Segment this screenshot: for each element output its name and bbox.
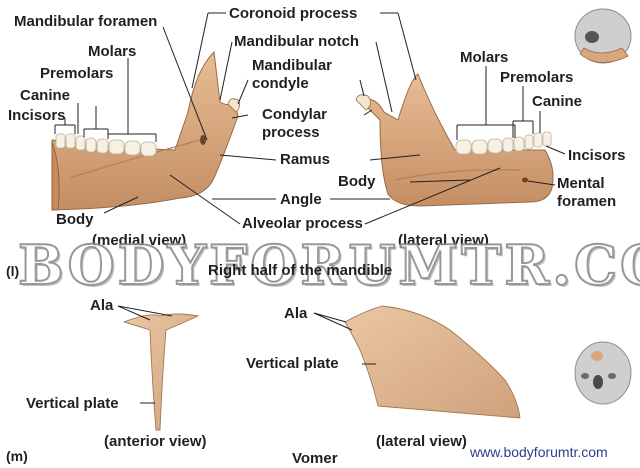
label-mandibular-condyle-line2: condyle xyxy=(252,75,309,92)
watermark-text: BODYFORUMTR.COM xyxy=(17,233,640,297)
label-mandibular-condyle-line1: Mandibular xyxy=(252,57,333,74)
view-label-anterior-vomer: (anterior view) xyxy=(104,433,207,450)
mandible-medial-cut-surface xyxy=(51,141,60,211)
label-premolars-medial: Premolars xyxy=(40,65,114,82)
panel-letter-m: (m) xyxy=(6,448,28,464)
mandibular-foramen-hole xyxy=(200,135,206,145)
label-incisors-medial: Incisors xyxy=(8,107,66,124)
mandible-lateral-condyle xyxy=(355,94,371,111)
label-condylar-process-line2: process xyxy=(262,124,320,141)
mandible-medial-view xyxy=(51,50,240,211)
label-vertical-plate-lateral: Vertical plate xyxy=(246,355,339,372)
view-label-medial: (medial view) xyxy=(92,232,187,249)
skull-thumbnail-inferior xyxy=(574,341,632,405)
mandibular-condyle-head xyxy=(227,98,240,113)
label-ala-lateral: Ala xyxy=(284,305,308,322)
label-ramus: Ramus xyxy=(280,151,331,168)
view-label-lateral-mandible: (lateral view) xyxy=(398,232,489,249)
mandible-lateral-ridge xyxy=(394,169,521,181)
label-molars-lateral: Molars xyxy=(460,49,509,66)
label-body-lateral: Body xyxy=(338,173,376,190)
mandible-lateral-view xyxy=(355,73,554,207)
mandible-medial-teeth xyxy=(55,133,157,157)
label-canine-medial: Canine xyxy=(20,87,71,104)
vomer-anterior-bone xyxy=(122,313,200,431)
mandible-lateral-bone xyxy=(361,73,554,207)
mental-foramen-hole xyxy=(522,177,528,183)
panel-title-mandible: Right half of the mandible xyxy=(208,262,393,279)
view-label-lateral-vomer: (lateral view) xyxy=(376,433,467,450)
label-ala-anterior: Ala xyxy=(90,297,114,314)
label-body-medial: Body xyxy=(56,211,94,228)
label-coronoid-process: Coronoid process xyxy=(229,5,358,22)
vomer-lateral-bone xyxy=(344,305,521,419)
mandible-lateral-teeth xyxy=(455,131,552,155)
label-angle: Angle xyxy=(280,191,322,208)
label-mandibular-notch: Mandibular notch xyxy=(234,33,359,50)
label-alveolar-process: Alveolar process xyxy=(242,215,363,232)
label-canine-lateral: Canine xyxy=(532,93,583,110)
watermark-url: www.bodyforumtr.com xyxy=(470,444,608,460)
skull-thumbnail-lateral xyxy=(574,8,632,64)
label-mental-foramen-line1: Mental xyxy=(557,175,605,192)
label-incisors-lateral: Incisors xyxy=(568,147,626,164)
label-vertical-plate-anterior: Vertical plate xyxy=(26,395,119,412)
label-condylar-process-line1: Condylar xyxy=(262,106,328,123)
mandible-medial-inner-ridge xyxy=(69,139,201,179)
panel-title-vomer: Vomer xyxy=(292,450,338,467)
panel-letter-l: (l) xyxy=(6,263,20,279)
label-premolars-lateral: Premolars xyxy=(500,69,574,86)
vomer-anterior-view xyxy=(122,313,200,431)
label-mandibular-foramen: Mandibular foramen xyxy=(14,13,158,30)
leader-lines xyxy=(54,12,566,404)
label-mental-foramen-line2: foramen xyxy=(557,193,617,210)
label-molars-medial: Molars xyxy=(88,43,137,60)
vomer-lateral-view xyxy=(344,305,521,419)
